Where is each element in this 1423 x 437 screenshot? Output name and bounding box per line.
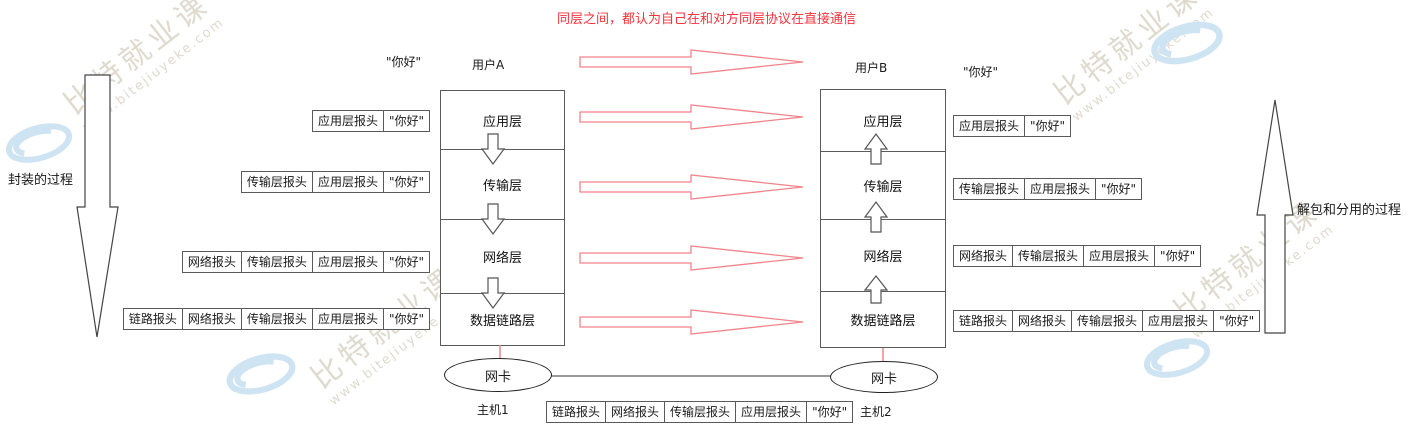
watermark-logo-icon	[1151, 21, 1223, 65]
header-cell: 链路报头	[122, 308, 183, 330]
layer-datalink-b: 数据链路层	[821, 291, 945, 347]
watermark-logo-icon	[5, 123, 73, 163]
payload-cell: "你好"	[1154, 245, 1202, 267]
user-b-label: 用户B	[855, 61, 888, 75]
header-cell: 网络报头	[605, 401, 666, 423]
header-cell: 应用层报头	[311, 251, 384, 273]
header-cell: 应用层报头	[953, 115, 1026, 137]
watermark: 比特就业课 www.bitejiuyeke.com	[31, 0, 249, 152]
encap-row-application: 应用层报头 "你好"	[311, 110, 430, 132]
nic-ellipse-right: 网卡	[830, 361, 938, 393]
payload-cell: "你好"	[382, 110, 430, 132]
same-layer-note: 同层之间，都认为自己在和对方同层协议在直接通信	[557, 12, 857, 27]
layer-datalink-a: 数据链路层	[441, 293, 564, 345]
layer-label: 应用层	[863, 115, 903, 130]
layer-label: 网络层	[863, 250, 903, 265]
watermark-url: www.bitejiuyeke.com	[79, 14, 228, 135]
watermark-logo-icon	[1143, 338, 1211, 378]
peer-arrow-icon	[579, 174, 804, 200]
payload-cell: "你好"	[382, 251, 430, 273]
hello-label-left: "你好"	[386, 55, 422, 69]
peer-arrow-icon	[579, 245, 804, 271]
layer-application-a: 应用层	[441, 91, 564, 149]
user-a-label: 用户A	[472, 58, 505, 72]
watermark-logo-icon	[226, 353, 296, 395]
header-cell: 传输层报头	[240, 251, 313, 273]
host1-label: 主机1	[477, 403, 509, 417]
demux-up-arrow-icon	[1256, 99, 1294, 334]
header-cell: 传输层报头	[953, 178, 1026, 200]
header-cell: 应用层报头	[311, 110, 384, 132]
payload-cell: "你好"	[1024, 115, 1072, 137]
payload-cell: "你好"	[382, 308, 430, 330]
header-cell: 应用层报头	[311, 171, 384, 193]
encap-row-network: 网络报头 传输层报头 应用层报头 "你好"	[181, 251, 430, 273]
payload-cell: "你好"	[1095, 178, 1143, 200]
header-cell: 应用层报头	[311, 308, 384, 330]
protocol-stack-b: 应用层 传输层 网络层 数据链路层	[820, 89, 946, 348]
nic-label: 网卡	[484, 369, 511, 385]
layer-application-b: 应用层	[821, 90, 945, 151]
demux-process-label: 解包和分用的过程	[1297, 203, 1402, 218]
header-cell: 链路报头	[953, 310, 1014, 332]
header-cell: 应用层报头	[1083, 245, 1156, 267]
wire-frame-row: 链路报头 网络报头 传输层报头 应用层报头 "你好"	[546, 401, 854, 423]
protocol-stack-a: 应用层 传输层 网络层 数据链路层	[440, 90, 565, 346]
demux-row-transport: 传输层报头 应用层报头 "你好"	[953, 178, 1143, 200]
nic-ellipse-left: 网卡	[444, 358, 552, 392]
host2-label: 主机2	[860, 405, 892, 419]
header-cell: 传输层报头	[664, 401, 737, 423]
layer-label: 数据链路层	[469, 314, 535, 329]
layer-network-b: 网络层	[821, 219, 945, 291]
peer-arrow-icon	[579, 309, 804, 335]
layer-transport-a: 传输层	[441, 149, 564, 219]
watermark-brand: 比特就业课	[57, 0, 218, 123]
header-cell: 网络报头	[181, 251, 242, 273]
header-cell: 网络报头	[181, 308, 242, 330]
hello-label-right: "你好"	[963, 65, 999, 79]
layer-label: 传输层	[482, 179, 522, 194]
watermark-brand: 比特就业课	[1047, 0, 1208, 113]
peer-arrow-icon	[579, 49, 804, 75]
demux-row-network: 网络报头 传输层报头 应用层报头 "你好"	[953, 245, 1202, 267]
layer-label: 传输层	[863, 180, 903, 195]
layer-transport-b: 传输层	[821, 151, 945, 219]
header-cell: 网络报头	[1012, 310, 1073, 332]
header-cell: 应用层报头	[735, 401, 808, 423]
encap-row-transport: 传输层报头 应用层报头 "你好"	[240, 171, 430, 193]
header-cell: 传输层报头	[1071, 310, 1144, 332]
header-cell: 应用层报头	[1024, 178, 1097, 200]
payload-cell: "你好"	[1213, 310, 1261, 332]
encapsulation-down-arrow-icon	[76, 74, 119, 338]
watermark-url: www.bitejiuyeke.com	[1069, 4, 1218, 125]
layer-label: 数据链路层	[850, 314, 916, 329]
watermark-url: www.bitejiuyeke.com	[1189, 221, 1338, 342]
header-cell: 链路报头	[546, 401, 607, 423]
header-cell: 传输层报头	[240, 308, 313, 330]
demux-row-datalink: 链路报头 网络报头 传输层报头 应用层报头 "你好"	[953, 310, 1261, 332]
payload-cell: "你好"	[806, 401, 854, 423]
layer-label: 应用层	[482, 114, 522, 130]
nic-label: 网卡	[870, 371, 897, 387]
header-cell: 应用层报头	[1142, 310, 1215, 332]
payload-cell: "你好"	[382, 171, 430, 193]
header-cell: 传输层报头	[1012, 245, 1085, 267]
demux-row-application: 应用层报头 "你好"	[953, 115, 1072, 137]
header-cell: 网络报头	[953, 245, 1014, 267]
encap-row-datalink: 链路报头 网络报头 传输层报头 应用层报头 "你好"	[122, 308, 430, 330]
layer-network-a: 网络层	[441, 219, 564, 293]
header-cell: 传输层报头	[240, 171, 313, 193]
peer-arrow-icon	[579, 104, 804, 130]
encapsulation-process-label: 封装的过程	[8, 173, 74, 188]
layer-label: 网络层	[482, 251, 522, 266]
